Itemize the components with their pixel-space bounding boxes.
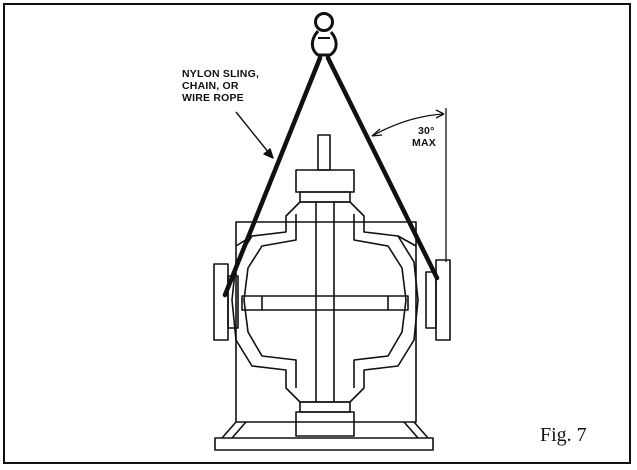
- sling-label-arrow: [235, 111, 274, 159]
- pump-body: [213, 134, 451, 451]
- angle-indicator: [371, 108, 447, 262]
- sling-label-line3: WIRE ROPE: [182, 92, 244, 104]
- lifting-hook-icon: [310, 12, 338, 57]
- sling-label-line1: NYLON SLING,: [182, 68, 259, 80]
- figure-frame: [3, 3, 631, 464]
- sling-label-line2: CHAIN, OR: [182, 80, 239, 92]
- angle-max-label: MAX: [412, 137, 436, 149]
- figure-caption: Fig. 7: [540, 424, 587, 446]
- sling-lines: [222, 55, 440, 298]
- angle-label: 30°: [418, 125, 434, 137]
